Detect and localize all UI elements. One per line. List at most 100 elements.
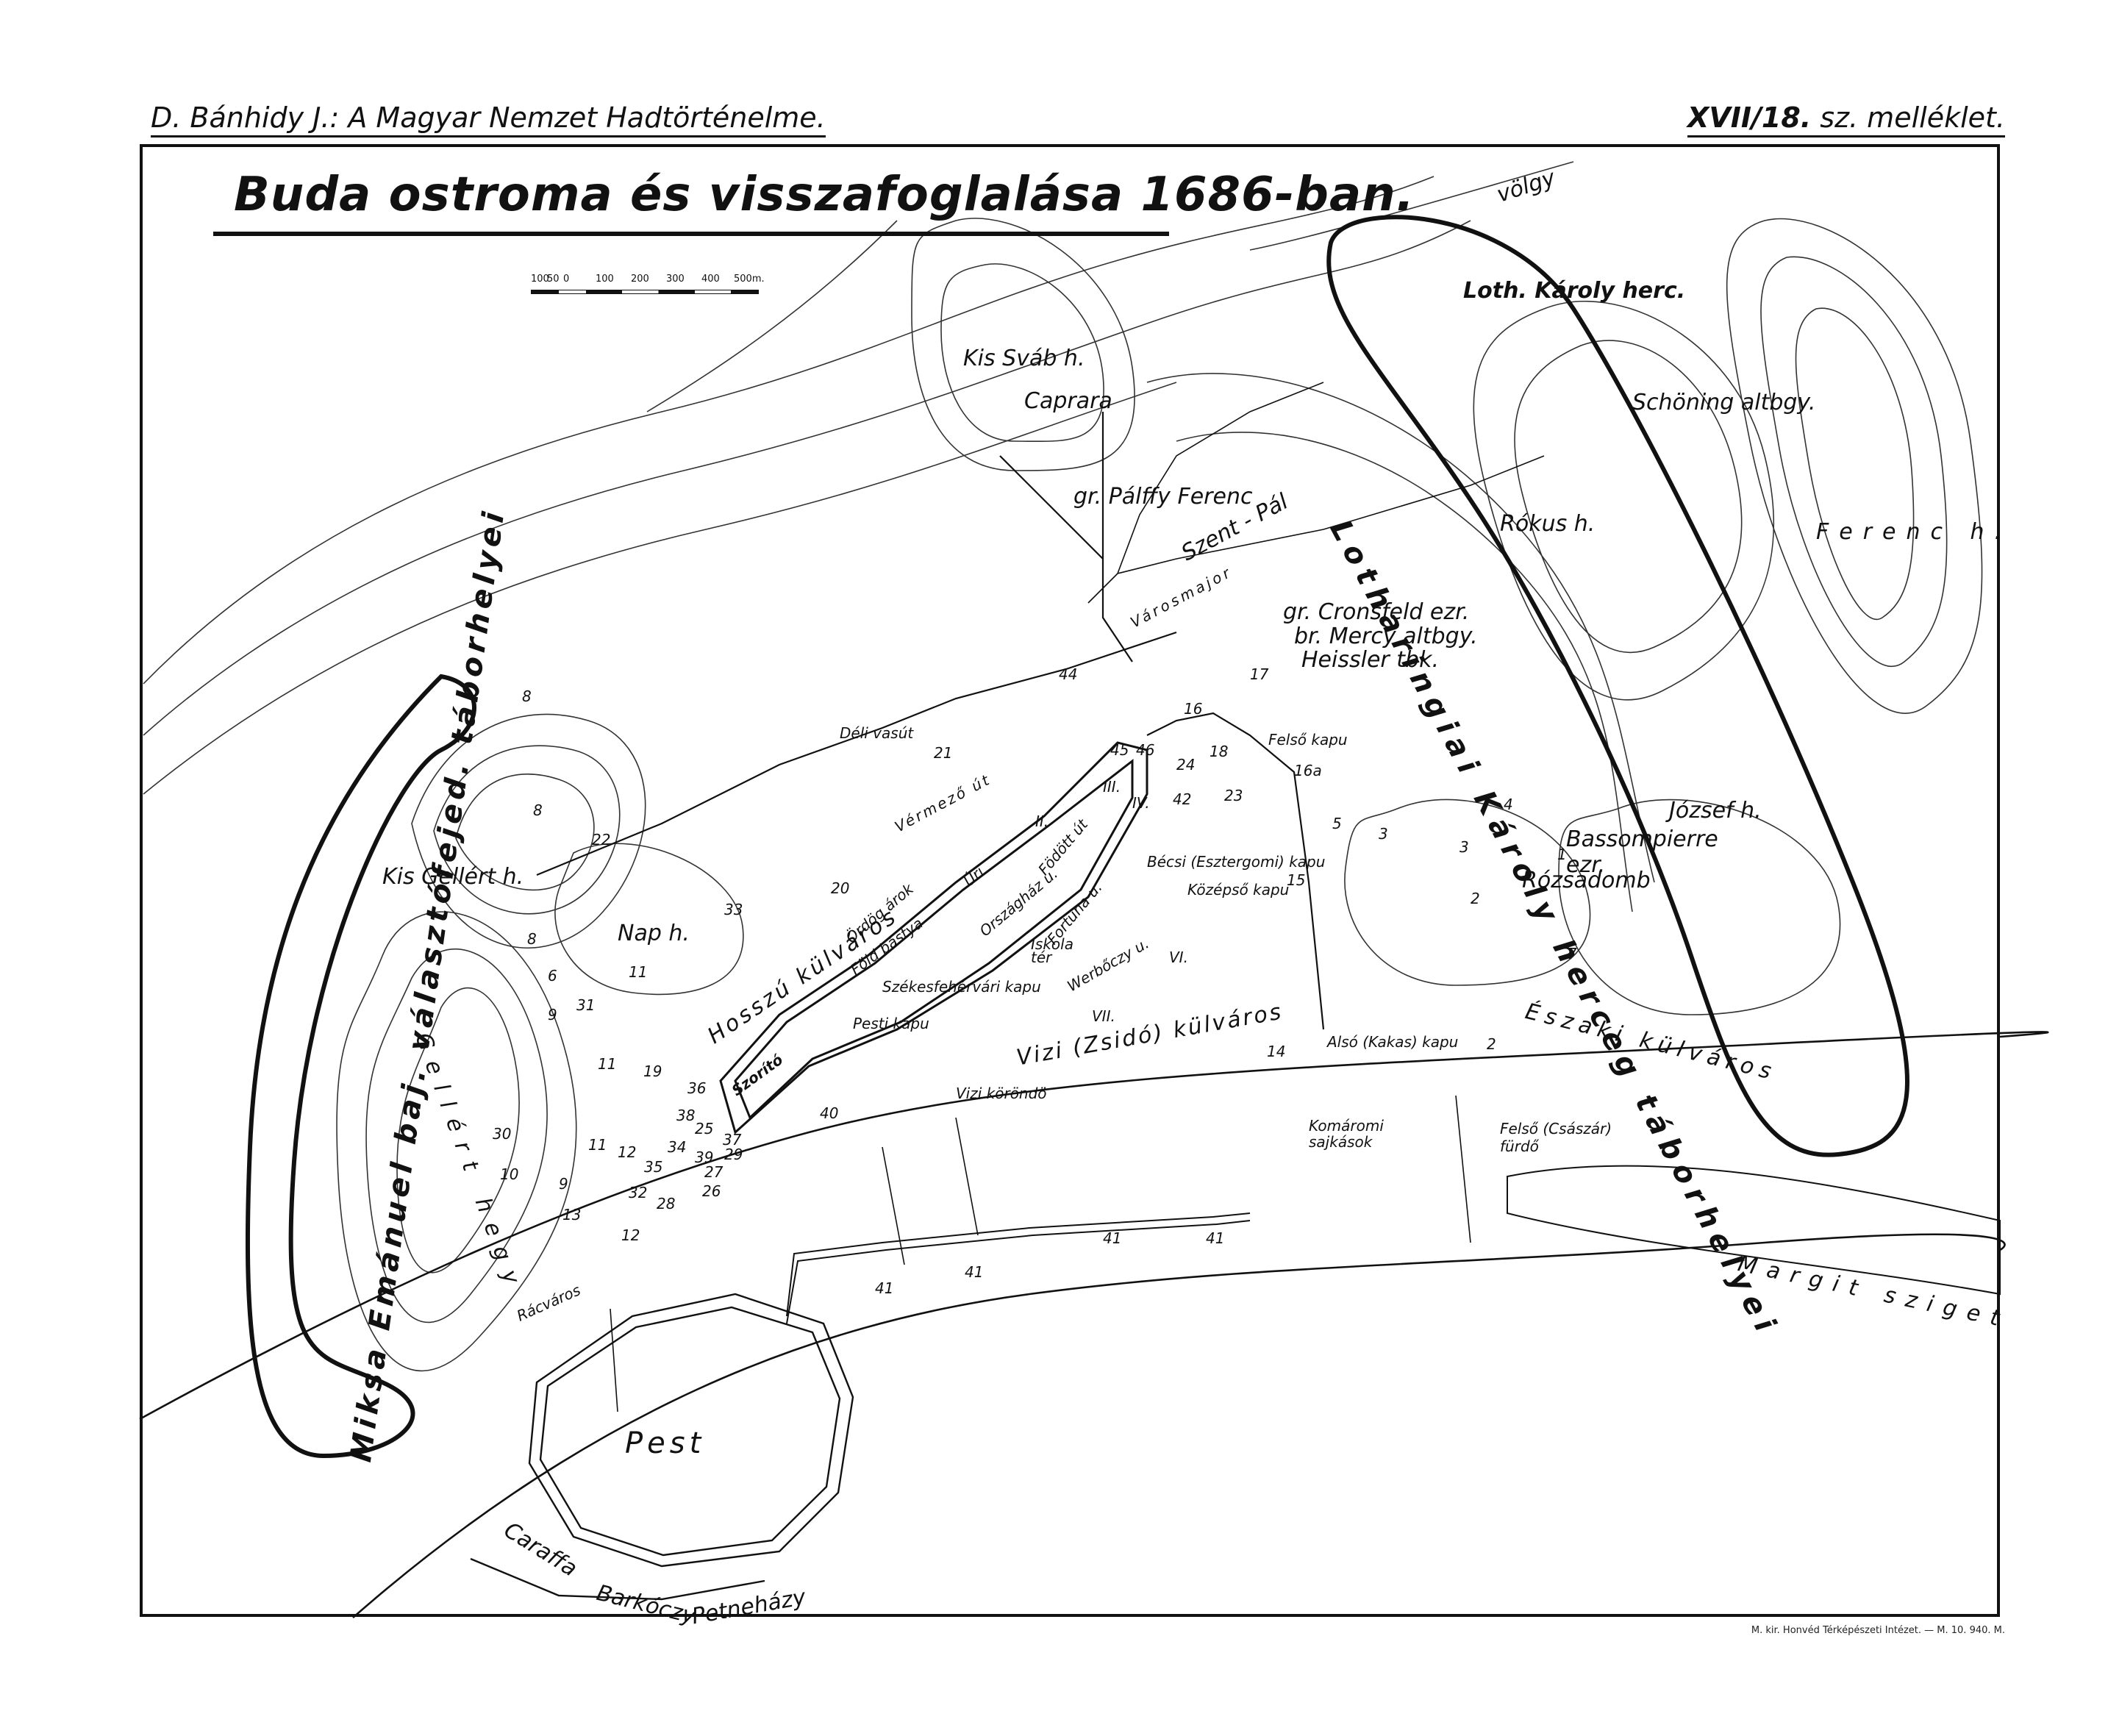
- marker-35: 35: [644, 1158, 663, 1176]
- contour-lines: [143, 161, 1983, 1372]
- marker-11: 11: [588, 1136, 607, 1154]
- marker-14: 14: [1267, 1043, 1286, 1060]
- marker-41: 41: [875, 1279, 894, 1297]
- marker-39: 39: [695, 1149, 714, 1166]
- marker-41: 41: [965, 1263, 984, 1281]
- marker-2: 2: [1487, 1035, 1496, 1053]
- marker-11: 11: [598, 1055, 617, 1073]
- marker-15: 15: [1287, 871, 1306, 889]
- marker-44: 44: [1059, 665, 1078, 683]
- marker-4: 4: [1504, 796, 1513, 813]
- label-rozsadomb: Rózsadomb: [1522, 868, 1651, 893]
- imprint: M. kir. Honvéd Térképészeti Intézet. — M…: [1751, 1625, 2005, 1636]
- scale-label: 200: [631, 274, 649, 285]
- label-kozepso-kapu: Középső kapu: [1187, 881, 1290, 899]
- label-becsi-kapu: Bécsi (Esztergomi) kapu: [1147, 853, 1326, 871]
- marker-5: 5: [1332, 815, 1342, 832]
- marker-8: 8: [533, 801, 543, 819]
- marker-32: 32: [629, 1184, 648, 1201]
- scale-label: 300: [666, 274, 685, 285]
- marker-11: 11: [629, 963, 648, 981]
- marker-38: 38: [676, 1107, 696, 1124]
- label-deli-vasut: Déli vasút: [840, 724, 914, 742]
- marker-12: 12: [618, 1143, 637, 1161]
- marker-40: 40: [820, 1104, 839, 1122]
- camp-lotharingian: [1326, 215, 1910, 1157]
- label-mercy: br. Mercy altbgy.: [1294, 624, 1478, 649]
- label-ferenc-hegy: Ferenc h.: [1816, 519, 2012, 545]
- marker-19: 19: [643, 1062, 662, 1080]
- label-kis-svab-hegy: Kis Sváb h.: [963, 346, 1085, 371]
- map-title: Buda ostroma és visszafoglalása 1686-ban…: [234, 168, 1415, 222]
- marker-41: 41: [1103, 1229, 1122, 1247]
- scale-label: 0: [563, 274, 570, 285]
- label-loth-karoly: Loth. Károly herc.: [1463, 278, 1686, 304]
- label-rokus-hegy: Rókus h.: [1500, 511, 1596, 537]
- marker-1: 1: [1557, 846, 1567, 863]
- marker-9: 9: [559, 1175, 568, 1193]
- pest-fortress: [470, 1293, 854, 1601]
- marker-16: 16: [1184, 700, 1203, 718]
- marker-roman-iv: IV.: [1132, 794, 1150, 812]
- scale-label: 100: [596, 274, 614, 285]
- marker-36: 36: [687, 1079, 707, 1097]
- scale-label: 400: [701, 274, 720, 285]
- marker-18: 18: [1210, 743, 1229, 760]
- marker-41: 41: [1206, 1229, 1225, 1247]
- marker-roman-iii: III.: [1103, 778, 1121, 796]
- scale-label: 100: [531, 274, 549, 285]
- label-bassompierre: Bassompierre ezr.: [1566, 826, 1718, 878]
- river-danube: [139, 1031, 2049, 1618]
- pest-bridge: [786, 1212, 1251, 1324]
- marker-9: 9: [548, 1006, 557, 1024]
- buda-castle-walls: [719, 741, 1148, 1135]
- marker-37: 37: [723, 1131, 742, 1149]
- marker-16a: 16a: [1294, 762, 1322, 779]
- marker-42: 42: [1173, 790, 1192, 808]
- label-felso-kapu: Felső kapu: [1268, 731, 1348, 749]
- marker-20: 20: [831, 879, 850, 897]
- plate-suffix: sz. melléklet.: [1811, 101, 2005, 134]
- label-felso-furdo: Felső (Császár) fürdő: [1500, 1120, 1612, 1155]
- roads: [610, 382, 1545, 1412]
- camp-miksa: [245, 674, 476, 1459]
- marker-27: 27: [704, 1163, 723, 1181]
- scale-label: 500m.: [734, 274, 765, 285]
- marker-30: 30: [493, 1125, 512, 1143]
- label-vizi-korond: Vizi köröndö: [956, 1085, 1047, 1102]
- marker-22: 22: [592, 831, 611, 849]
- label-szekesfehervari-kapu: Székesfehérvári kapu: [882, 978, 1041, 996]
- label-also-kapu: Alsó (Kakas) kapu: [1327, 1033, 1459, 1051]
- header-left: D. Bánhidy J.: A Magyar Nemzet Hadtörtén…: [151, 101, 826, 137]
- scale-bar: 100 50 0 100 200 300 400 500m.: [531, 274, 765, 303]
- label-komaromi: Komáromi sajkások: [1309, 1117, 1384, 1151]
- marker-8: 8: [527, 930, 537, 948]
- marker-17: 17: [1250, 665, 1269, 683]
- marker-25: 25: [695, 1120, 714, 1137]
- marker-roman-vii: VII.: [1092, 1007, 1115, 1025]
- label-jozsef-hegy: József h.: [1669, 798, 1762, 824]
- marker-26: 26: [702, 1182, 721, 1200]
- marker-8: 8: [522, 687, 532, 705]
- marker-7: 7: [1568, 945, 1577, 962]
- label-pesti-kapu: Pesti kapu: [853, 1015, 929, 1032]
- label-cronsfeld: gr. Cronsfeld ezr.: [1283, 599, 1470, 625]
- marker-23: 23: [1224, 787, 1243, 804]
- marker-3: 3: [1459, 838, 1469, 856]
- marker-46: 46: [1136, 741, 1155, 759]
- margit-island: [1507, 1165, 2001, 1296]
- marker-28: 28: [657, 1195, 676, 1212]
- marker-33: 33: [724, 901, 743, 918]
- marker-45: 45: [1110, 741, 1129, 759]
- siege-lines: [536, 412, 1325, 1030]
- scale-label: 50: [547, 274, 560, 285]
- marker-21: 21: [934, 744, 953, 762]
- marker-24: 24: [1176, 756, 1196, 774]
- marker-34: 34: [668, 1138, 687, 1156]
- marker-roman-vi: VI.: [1169, 949, 1188, 966]
- marker-roman-ii: II.: [1035, 812, 1049, 830]
- marker-2: 2: [1471, 890, 1480, 907]
- label-kis-gellert-hegy: Kis Gellért h.: [382, 864, 524, 890]
- label-palffy: gr. Pálffy Ferenc: [1073, 484, 1253, 510]
